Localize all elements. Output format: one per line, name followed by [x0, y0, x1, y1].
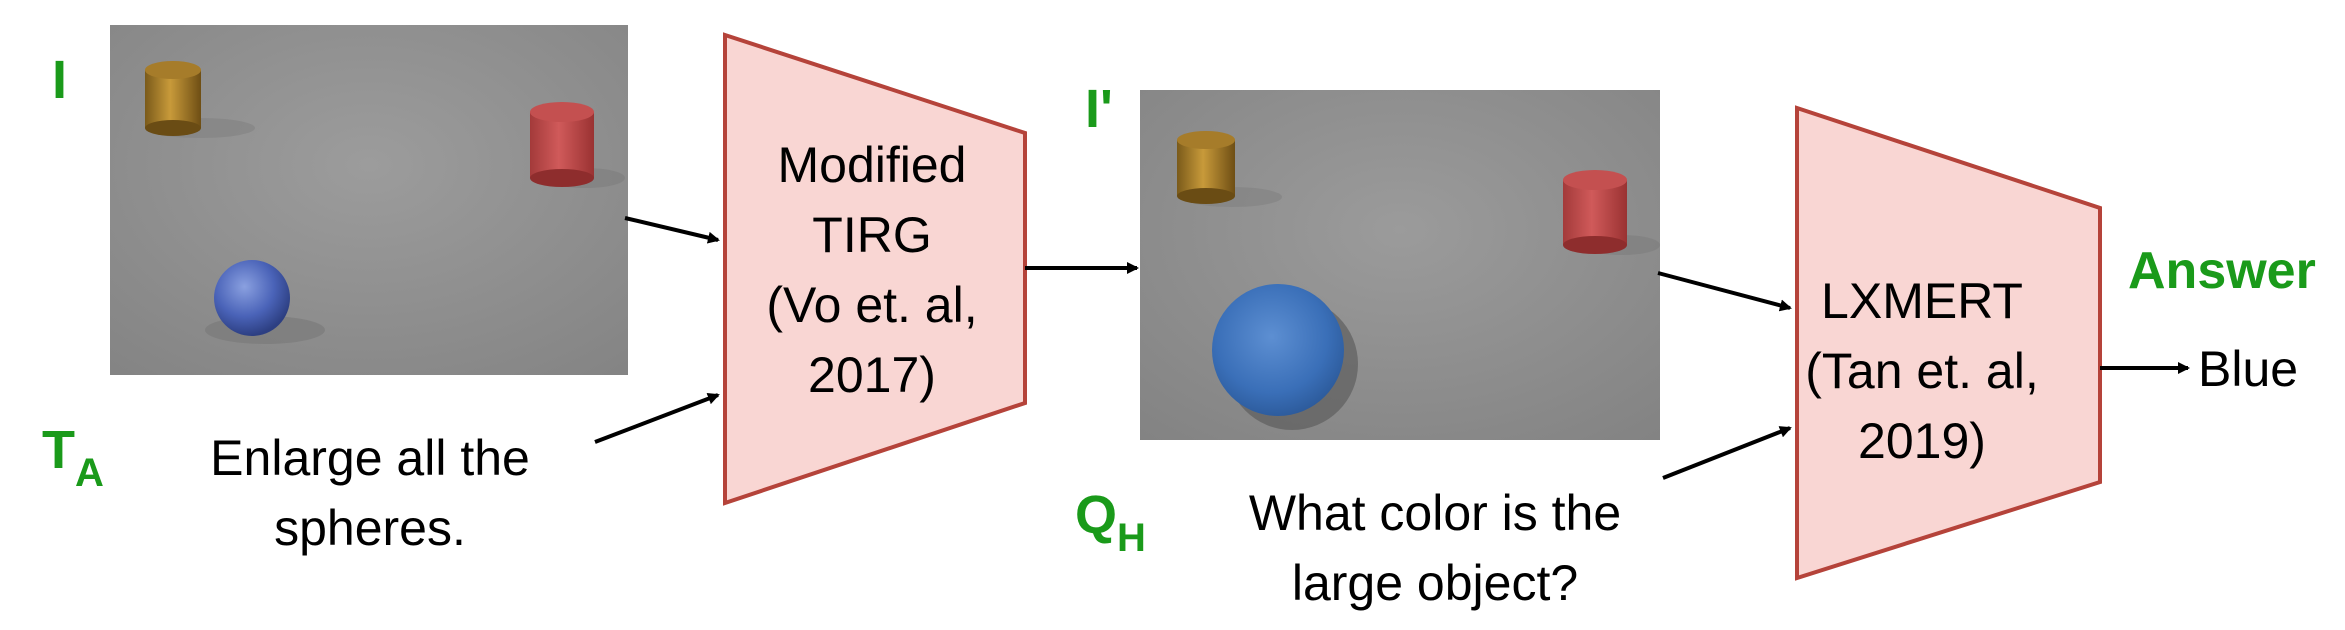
gold-cylinder-icon — [1177, 131, 1282, 207]
label-question-main: Q — [1075, 485, 1117, 545]
tirg-module-shape — [723, 32, 1027, 506]
tirg-line-2: TIRG — [812, 207, 931, 263]
red-cylinder-icon — [530, 102, 625, 188]
lxmert-line-1: LXMERT — [1821, 273, 2023, 329]
label-output-image: I' — [1085, 79, 1113, 139]
answer-value: Blue — [2198, 341, 2298, 397]
arrow-image-to-tirg — [624, 216, 720, 244]
label-question: QH — [1075, 485, 1146, 560]
lxmert-module-shape — [1795, 105, 2102, 581]
arrow-text-to-tirg — [594, 392, 720, 444]
gold-cylinder-icon — [145, 61, 255, 138]
output-scene-image — [1140, 90, 1660, 440]
label-text-attribute: TA — [42, 420, 104, 495]
question-line-1: What color is the — [1249, 485, 1621, 541]
blue-sphere-small-icon — [205, 260, 325, 344]
lxmert-line-2: (Tan et. al, — [1805, 343, 2038, 399]
arrows — [594, 216, 2190, 480]
label-text-attribute-sub: A — [75, 451, 104, 495]
blue-sphere-large-icon — [1212, 284, 1358, 430]
question-line-2: large object? — [1292, 555, 1578, 611]
label-text-attribute-main: T — [42, 420, 75, 480]
input-scene-image — [110, 25, 628, 375]
instruction-line-1: Enlarge all the — [210, 430, 530, 486]
tirg-line-4: 2017) — [808, 347, 936, 403]
arrow-question-to-lxmert — [1662, 426, 1792, 480]
label-question-sub: H — [1117, 516, 1146, 560]
tirg-line-3: (Vo et. al, — [766, 277, 977, 333]
label-input-image: I — [52, 50, 67, 110]
tirg-line-1: Modified — [778, 137, 967, 193]
instruction-line-2: spheres. — [274, 500, 466, 556]
lxmert-line-3: 2019) — [1858, 413, 1986, 469]
label-answer-title: Answer — [2128, 242, 2316, 300]
arrow-image-to-lxmert — [1657, 271, 1792, 312]
red-cylinder-icon — [1563, 170, 1660, 255]
